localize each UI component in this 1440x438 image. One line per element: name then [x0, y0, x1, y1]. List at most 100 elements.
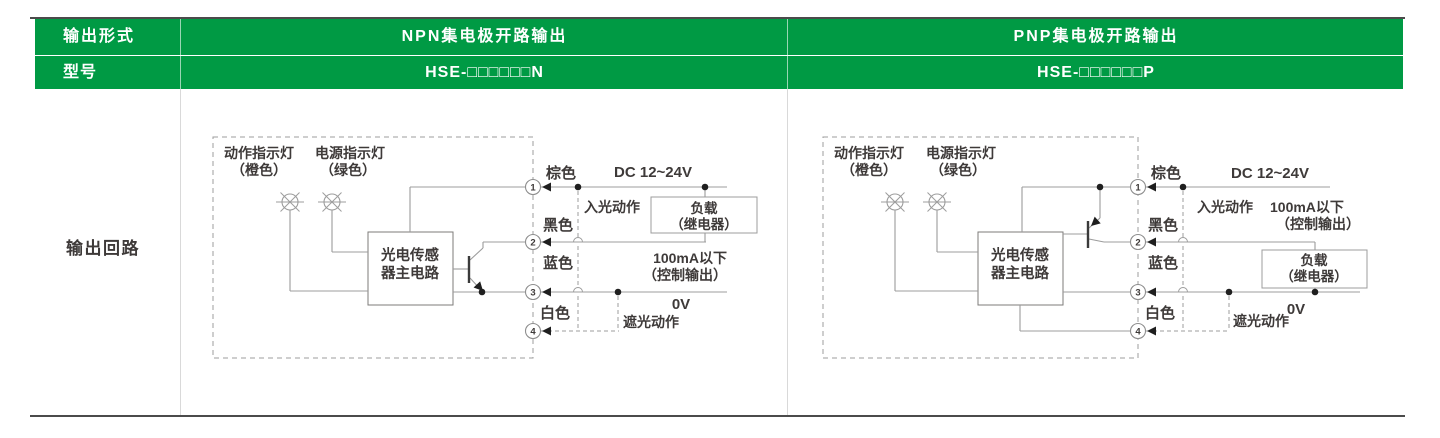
- label-indicator-action-color: （橙色）: [231, 162, 287, 178]
- terminal-number: 1: [530, 183, 536, 194]
- table-top-rule: [30, 17, 1405, 19]
- label-0: 光电传感: [380, 246, 439, 264]
- wire-hop: [1178, 237, 1188, 243]
- label-0: 负载: [1301, 252, 1329, 268]
- terminal-number: 4: [530, 327, 536, 338]
- led-indicator-icon: [276, 192, 304, 212]
- label-indicator-action-color: （橙色）: [841, 162, 897, 178]
- wire-arrow-icon: [542, 287, 551, 297]
- terminal-circle: [524, 233, 542, 251]
- terminal-circle: [1129, 233, 1147, 251]
- led-ray: [322, 192, 342, 212]
- npn-output-circuit-diagram: 1234动作指示灯（橙色）电源指示灯（绿色）光电传感器主电路棕色黑色蓝色白色DC…: [212, 136, 758, 359]
- terminal-number: 2: [1135, 238, 1140, 249]
- junction-dot: [478, 288, 486, 296]
- terminal-number: 1: [1135, 183, 1141, 194]
- label-indicator-power-color: （绿色）: [930, 162, 986, 178]
- wire-arrow-icon: [1147, 237, 1156, 247]
- header-cell-output-type-label: 输出形式: [63, 28, 136, 45]
- junction-dot: [1225, 288, 1233, 296]
- terminal-number: 2: [530, 238, 535, 249]
- label-1: （控制输出）: [1276, 216, 1360, 232]
- wire-arrow-icon: [542, 182, 551, 192]
- junction-dot: [701, 183, 709, 191]
- label-zero-volt: 0V: [1287, 301, 1305, 318]
- wire-arrow-icon: [1147, 287, 1156, 297]
- terminal-circle: [1129, 322, 1147, 340]
- label-0: 100mA以下: [653, 250, 727, 266]
- load-box: [1261, 249, 1368, 289]
- wire-arrow-icon: [542, 326, 551, 336]
- wire-arrow-icon: [542, 237, 551, 247]
- terminal-circle: [1129, 178, 1147, 196]
- label-indicator-action: 动作指示灯: [834, 145, 904, 161]
- body-row-label: 输出回路: [66, 239, 140, 258]
- header-cell-model-label: 型号: [63, 64, 98, 81]
- label-indicator-action: 动作指示灯: [224, 145, 294, 161]
- label-supply: DC 12~24V: [1231, 165, 1309, 182]
- led-ray: [927, 192, 947, 212]
- wire-hop: [1178, 287, 1188, 293]
- load-box: [650, 196, 758, 234]
- label-indicator-power: 电源指示灯: [926, 145, 996, 161]
- terminal-number: 4: [1135, 327, 1141, 338]
- led-circle: [928, 193, 946, 211]
- label-2: 蓝色: [543, 254, 573, 272]
- terminal-circle: [524, 283, 542, 301]
- label-dark-on: 遮光动作: [623, 314, 679, 330]
- junction-dot: [1179, 183, 1187, 191]
- led-circle: [886, 193, 904, 211]
- label-1: 黑色: [543, 216, 573, 234]
- led-ray: [280, 192, 300, 212]
- circuit-box: [977, 231, 1064, 306]
- label-0: 棕色: [546, 164, 576, 182]
- label-light-on: 入光动作: [1197, 199, 1253, 215]
- label-zero-volt: 0V: [672, 296, 690, 313]
- transistor-emitter-arrow: [473, 281, 483, 291]
- label-3: 白色: [540, 304, 570, 322]
- led-indicator-icon: [881, 192, 909, 212]
- led-indicator-icon: [923, 192, 951, 212]
- table-bottom-rule: [30, 415, 1405, 417]
- led-circle: [323, 193, 341, 211]
- header-cell-pnp-output-type: PNP集电极开路输出: [787, 19, 1404, 55]
- junction-dot: [1096, 183, 1104, 191]
- transistor-emitter-arrow: [1091, 216, 1101, 226]
- label-indicator-power-color: （绿色）: [320, 162, 376, 178]
- wire-hop: [573, 237, 583, 243]
- column-divider: [180, 89, 181, 415]
- label-light-on: 入光动作: [584, 199, 640, 215]
- led-indicator-icon: [318, 192, 346, 212]
- label-0: 棕色: [1151, 164, 1181, 182]
- label-supply: DC 12~24V: [614, 164, 692, 181]
- terminal-circle: [1129, 283, 1147, 301]
- wire-arrow-icon: [1147, 182, 1156, 192]
- junction-dot: [574, 183, 582, 191]
- header-cell-pnp-model: HSE-□□□□□□P: [787, 56, 1404, 89]
- transistor-collector: [1088, 238, 1105, 243]
- label-1: 器主电路: [380, 264, 439, 282]
- circuit-box: [367, 231, 454, 306]
- table-body-row: [35, 89, 1403, 415]
- terminal-number: 3: [1135, 288, 1140, 299]
- label-1: （控制输出）: [643, 267, 727, 283]
- label-dark-on: 遮光动作: [1233, 313, 1289, 329]
- label-0: 负载: [691, 200, 719, 216]
- label-1: 器主电路: [990, 264, 1049, 282]
- header-cell-npn-output-type: NPN集电极开路输出: [180, 19, 788, 55]
- led-ray: [885, 192, 905, 212]
- table-header-row-output-type: 输出形式 NPN集电极开路输出 PNP集电极开路输出: [35, 19, 1403, 55]
- label-1: （继电器）: [1280, 268, 1348, 284]
- label-1: 黑色: [1148, 216, 1178, 234]
- wire-hop: [573, 287, 583, 293]
- label-3: 白色: [1145, 304, 1175, 322]
- label-indicator-power: 电源指示灯: [315, 145, 385, 161]
- label-2: 蓝色: [1148, 254, 1178, 272]
- table-header-row-model: 型号 HSE-□□□□□□N HSE-□□□□□□P: [35, 56, 1403, 89]
- label-0: 光电传感: [990, 246, 1049, 264]
- label-0: 100mA以下: [1270, 199, 1344, 215]
- junction-dot: [1311, 288, 1319, 296]
